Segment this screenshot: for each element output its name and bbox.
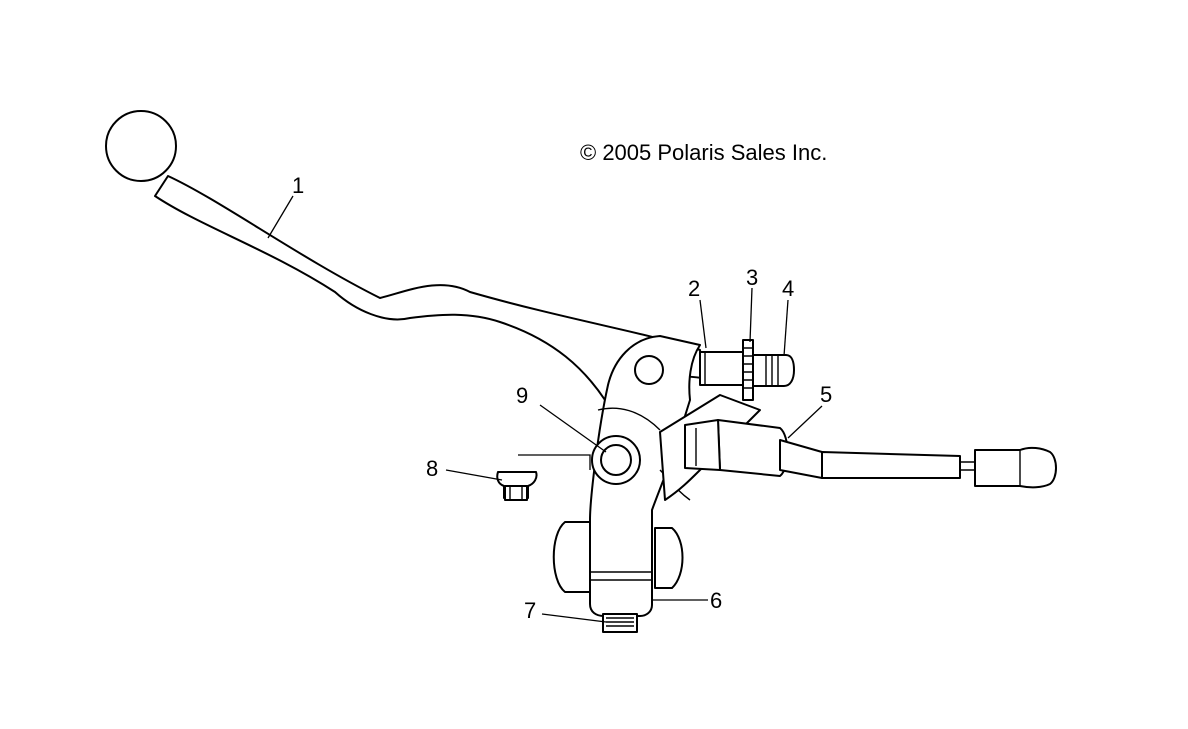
callout-1: 1: [292, 173, 304, 198]
adjuster-knob: [752, 354, 795, 387]
clamp-and-bolt: [602, 613, 638, 633]
callout-numbers: 1 2 3 4 5 6 7 8 9: [292, 173, 832, 623]
callout-5: 5: [820, 382, 832, 407]
adjuster-nut: [742, 339, 754, 401]
callout-7: 7: [524, 598, 536, 623]
callout-6: 6: [710, 588, 722, 613]
callout-9: 9: [516, 383, 528, 408]
lever-perch-body: [589, 335, 701, 617]
leader-lines: [267, 195, 823, 623]
callout-4: 4: [782, 276, 794, 301]
copyright-text: © 2005 Polaris Sales Inc.: [580, 140, 827, 165]
clutch-cable: [684, 419, 1057, 489]
callout-2: 2: [688, 276, 700, 301]
pivot-bushing: [591, 435, 641, 485]
callout-3: 3: [746, 265, 758, 290]
callout-8: 8: [426, 456, 438, 481]
pivot-nut: [496, 471, 538, 501]
handlebar-tube: [552, 521, 684, 593]
adjuster-housing: [699, 351, 749, 386]
